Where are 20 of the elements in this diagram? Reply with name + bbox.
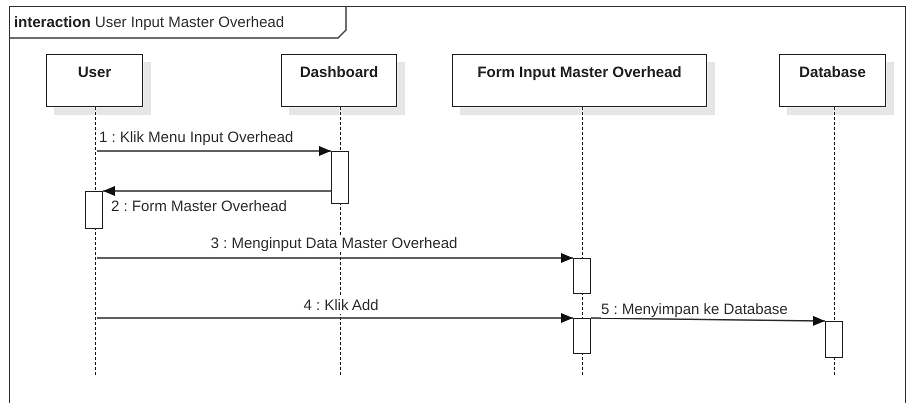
participant-name: Database xyxy=(799,64,866,81)
message-label: 4 : Klik Add xyxy=(303,297,379,314)
frame-title: interaction User Input Master Overhead xyxy=(14,14,284,31)
activation-bar xyxy=(573,258,591,294)
message-label: 1 : Klik Menu Input Overhead xyxy=(99,129,294,146)
activation-bar xyxy=(331,151,349,204)
message-arrow xyxy=(591,316,825,326)
participant-name: Form Input Master Overhead xyxy=(477,64,682,81)
message-arrow xyxy=(97,253,573,263)
message-arrow xyxy=(97,146,331,156)
activation-bar xyxy=(825,321,843,358)
activation-bar xyxy=(85,191,103,229)
message-arrow xyxy=(97,313,573,323)
participant-name: Dashboard xyxy=(300,64,378,81)
interaction-frame xyxy=(9,6,906,403)
activation-bar xyxy=(573,318,591,354)
message-label: 3 : Menginput Data Master Overhead xyxy=(210,235,458,252)
message-arrow xyxy=(103,186,331,196)
message-label: 5 : Menyimpan ke Database xyxy=(601,301,788,318)
participant-name: User xyxy=(78,64,112,81)
